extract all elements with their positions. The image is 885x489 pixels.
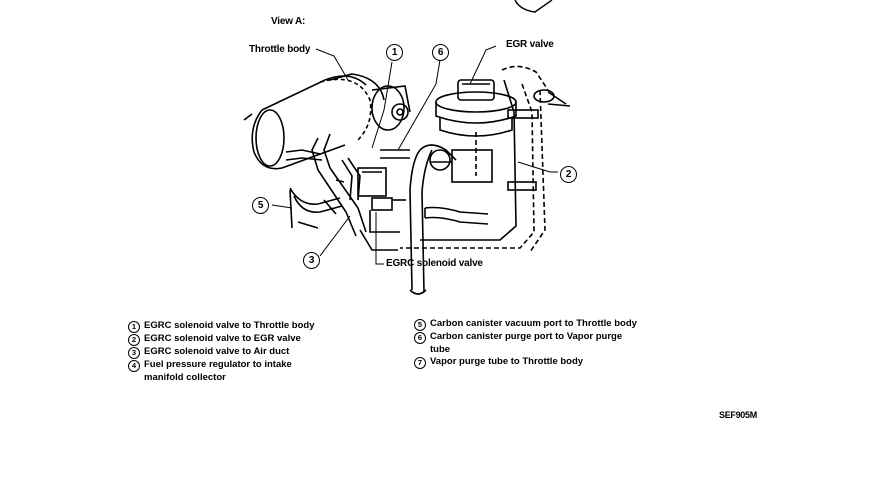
egrc-solenoid-drawing <box>357 167 406 251</box>
marker-1-text: 1 <box>391 47 398 58</box>
legend-item: 7 Vapor purge tube to Throttle body <box>414 356 654 369</box>
legend-text: EGRC solenoid valve to Air duct <box>144 346 290 357</box>
marker-2-text: 2 <box>565 169 572 180</box>
legend-item: 2 EGRC solenoid valve to EGR valve <box>128 333 378 346</box>
legend-text: Vapor purge tube to Throttle body <box>430 356 584 367</box>
legend-right: 5 Carbon canister vacuum port to Throttle… <box>414 318 654 369</box>
legend-number: 1 <box>128 321 140 333</box>
marker-6-text: 5 <box>257 200 264 211</box>
legend-text: EGRC solenoid valve to EGR valve <box>144 333 301 344</box>
marker-3-text: 3 <box>308 255 315 266</box>
legend-number: 4 <box>128 360 140 372</box>
callout-marker-5: 6 <box>432 44 449 61</box>
legend-number: 5 <box>414 319 426 331</box>
legend-text: EGRC solenoid valve to Throttle body <box>144 320 315 331</box>
legend-number: 2 <box>128 334 140 346</box>
legend-item: 3 EGRC solenoid valve to Air duct <box>128 346 378 359</box>
legend-number: 6 <box>414 332 426 344</box>
view-title: View A: <box>271 16 306 27</box>
legend-item: 6 Carbon canister purge port to Vapor pur… <box>414 331 654 356</box>
egr-valve-label: EGR valve <box>506 39 554 50</box>
legend-text: Carbon canister vacuum port to Throttle … <box>430 318 637 329</box>
callout-marker-3: 3 <box>303 252 320 269</box>
leader-lines <box>271 45 558 265</box>
legend-item: 1 EGRC solenoid valve to Throttle body <box>128 320 378 333</box>
legend-text: Carbon canister purge port to Vapor purg… <box>430 331 623 355</box>
left-tubes-drawing <box>285 133 367 237</box>
throttle-body-label: Throttle body <box>249 44 311 55</box>
egrc-solenoid-valve-label: EGRC solenoid valve <box>386 258 483 269</box>
callout-marker-2: 2 <box>560 166 577 183</box>
legend-number: 3 <box>128 347 140 359</box>
figure-code: SEF905M <box>719 410 757 420</box>
legend-item: 5 Carbon canister vacuum port to Throttle… <box>414 318 654 331</box>
legend-number: 7 <box>414 357 426 369</box>
egr-valve-drawing <box>430 79 517 183</box>
legend-item: 4 Fuel pressure regulator to intake manif… <box>128 359 378 384</box>
air-duct-drawing <box>400 65 571 253</box>
throttle-body-drawing <box>243 73 411 170</box>
callout-marker-6: 5 <box>252 197 269 214</box>
legend-text: Fuel pressure regulator to intake manifo… <box>144 359 292 383</box>
partial-component-top <box>514 0 553 13</box>
callout-marker-1: 1 <box>386 44 403 61</box>
marker-5-text: 6 <box>437 47 444 58</box>
vacuum-hoses-drawing <box>380 144 489 295</box>
